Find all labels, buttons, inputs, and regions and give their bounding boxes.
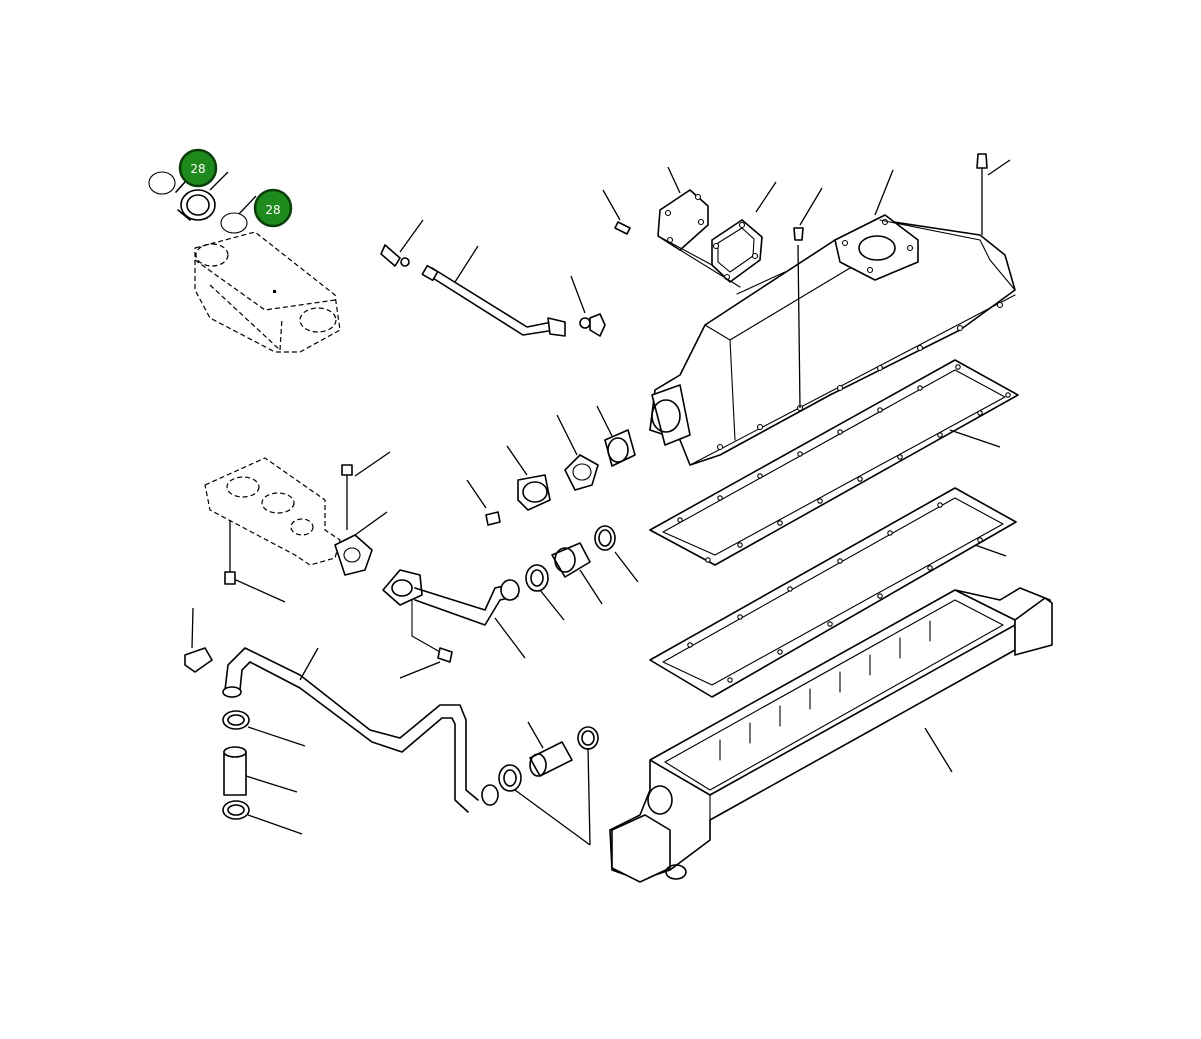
flange-block [204, 451, 391, 603]
callout-28-a[interactable]: 28 [178, 148, 218, 188]
callout-28-a-circle[interactable] [178, 148, 218, 188]
aftercooler-housing [649, 153, 1016, 466]
callout-28-b-label: 28 [265, 203, 280, 217]
housing-assembly [148, 171, 341, 353]
callout-28-b[interactable]: 28 [253, 188, 293, 228]
callout-28-b-circle[interactable] [253, 188, 293, 228]
core-gasket-lower [649, 487, 1017, 698]
elbow-assembly [466, 405, 636, 526]
hose-clamp-stack [184, 607, 306, 835]
oil-line-assembly [380, 219, 606, 337]
aftercooler-core [609, 587, 1053, 883]
callout-28-a-label: 28 [190, 162, 205, 176]
tube-assembly-lower [222, 647, 599, 846]
cover-plate-assembly [602, 166, 823, 288]
core-gasket-upper [649, 359, 1019, 566]
tube-assembly-middle [382, 525, 639, 679]
